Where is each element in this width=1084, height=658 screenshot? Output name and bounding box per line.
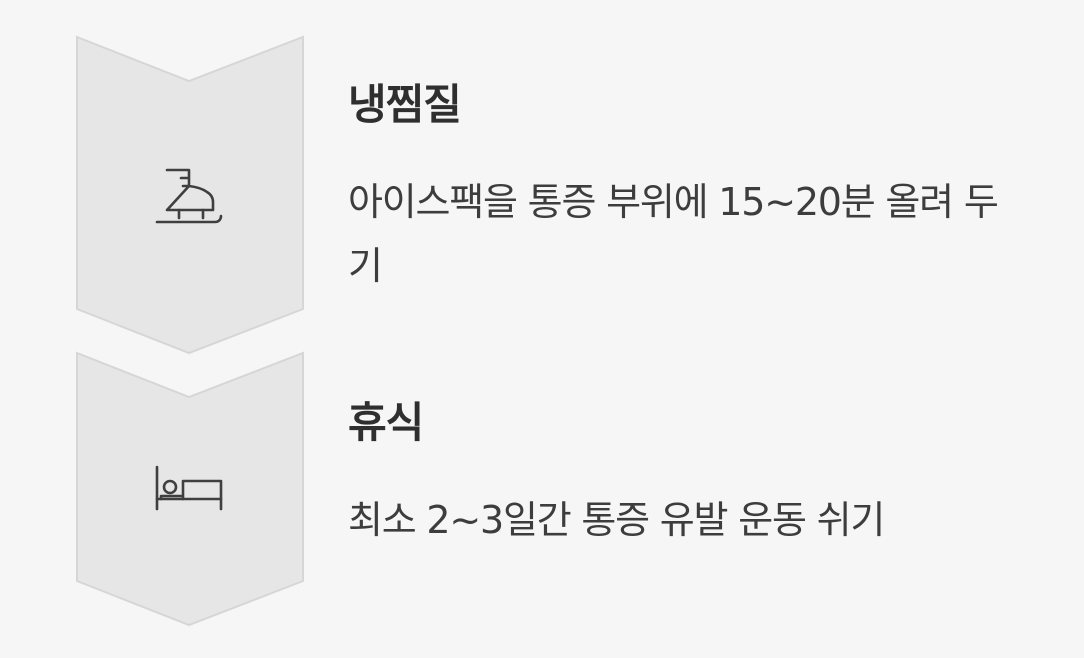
step-2-description: 최소 2~3일간 통증 유발 운동 쉬기	[348, 498, 885, 542]
step-chevron-1	[76, 34, 304, 356]
step-2-title: 휴식	[348, 398, 424, 447]
step-chevron-2	[76, 350, 304, 628]
step-1-title: 냉찜질	[348, 80, 462, 129]
step-1-description: 아이스팩을 통증 부위에 15~20분 올려 두기	[348, 180, 999, 288]
ice-skate-icon	[153, 164, 225, 228]
bed-icon	[153, 463, 225, 511]
